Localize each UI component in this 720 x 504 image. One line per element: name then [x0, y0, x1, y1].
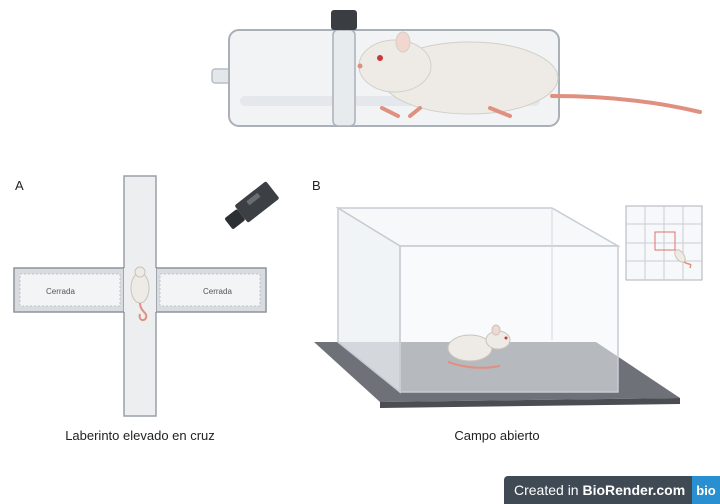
- caption-open-field: Campo abierto: [454, 428, 540, 443]
- rat-icon: [447, 324, 511, 369]
- panel-letter-b: B: [312, 178, 321, 193]
- closed-arm-left-label: Cerrada: [46, 287, 75, 296]
- badge-text: Created in BioRender.com: [514, 482, 686, 498]
- panel-letter-a: A: [15, 178, 24, 193]
- biorender-badge[interactable]: Created in BioRender.com bio: [504, 476, 720, 504]
- tube-cap: [331, 10, 357, 30]
- rat-icon: [130, 266, 150, 322]
- rat-icon: [357, 31, 702, 118]
- tracking-grid-icon: [625, 205, 703, 281]
- closed-arm-right-label: Cerrada: [203, 287, 232, 296]
- arena-wall-front: [399, 245, 619, 393]
- camera-icon: [225, 181, 279, 229]
- biorender-logo-icon: bio: [692, 476, 720, 504]
- caption-elevated-plus-maze: Laberinto elevado en cruz: [65, 428, 215, 443]
